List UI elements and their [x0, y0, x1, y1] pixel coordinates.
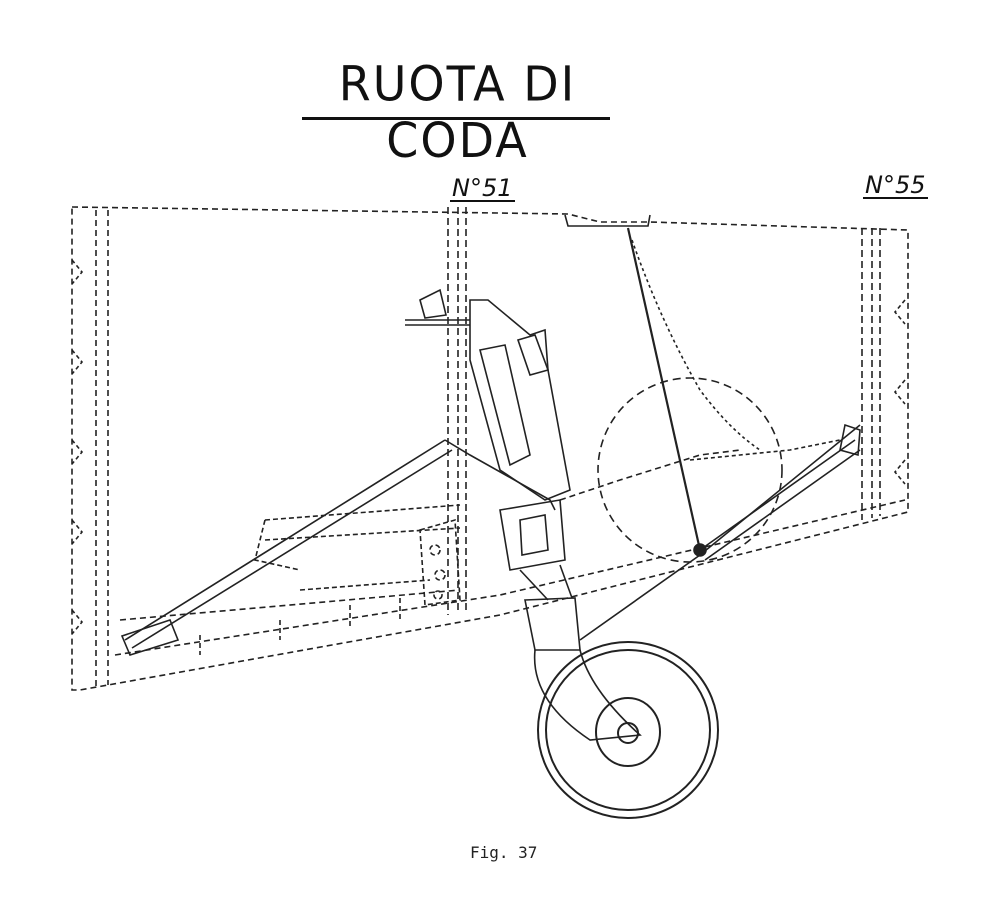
cable-joint	[693, 543, 707, 557]
secondary-cable	[631, 239, 761, 451]
wheel-leg	[519, 564, 642, 741]
tail-wheel	[537, 641, 719, 819]
frame-51-line	[447, 207, 467, 615]
top-fitting	[564, 214, 651, 227]
retracted-wheel-outline	[597, 377, 783, 563]
shock-absorber	[469, 299, 571, 501]
spring-assembly	[689, 439, 841, 461]
frame-label-55: N°55	[863, 171, 928, 199]
title-underline	[302, 117, 610, 120]
upper-bracket	[405, 288, 470, 326]
frame-label-51: N°51	[450, 174, 515, 202]
pivot-housing	[499, 499, 566, 571]
leg-link	[444, 439, 556, 511]
frame-55-line	[861, 228, 881, 520]
side-plate	[419, 518, 461, 606]
diagonal-strut	[120, 439, 453, 656]
fuselage-section-outline	[71, 206, 909, 691]
figure-caption: Fig. 37	[470, 843, 538, 862]
right-edge-notches	[893, 299, 906, 485]
drawing-title: RUOTA DI CODA	[338, 55, 577, 169]
retracted-fork-outline	[559, 449, 741, 501]
left-edge-notches	[71, 259, 84, 635]
lower-stringers	[199, 598, 401, 655]
hidden-control-tube	[254, 504, 461, 591]
tension-cable	[626, 227, 702, 551]
